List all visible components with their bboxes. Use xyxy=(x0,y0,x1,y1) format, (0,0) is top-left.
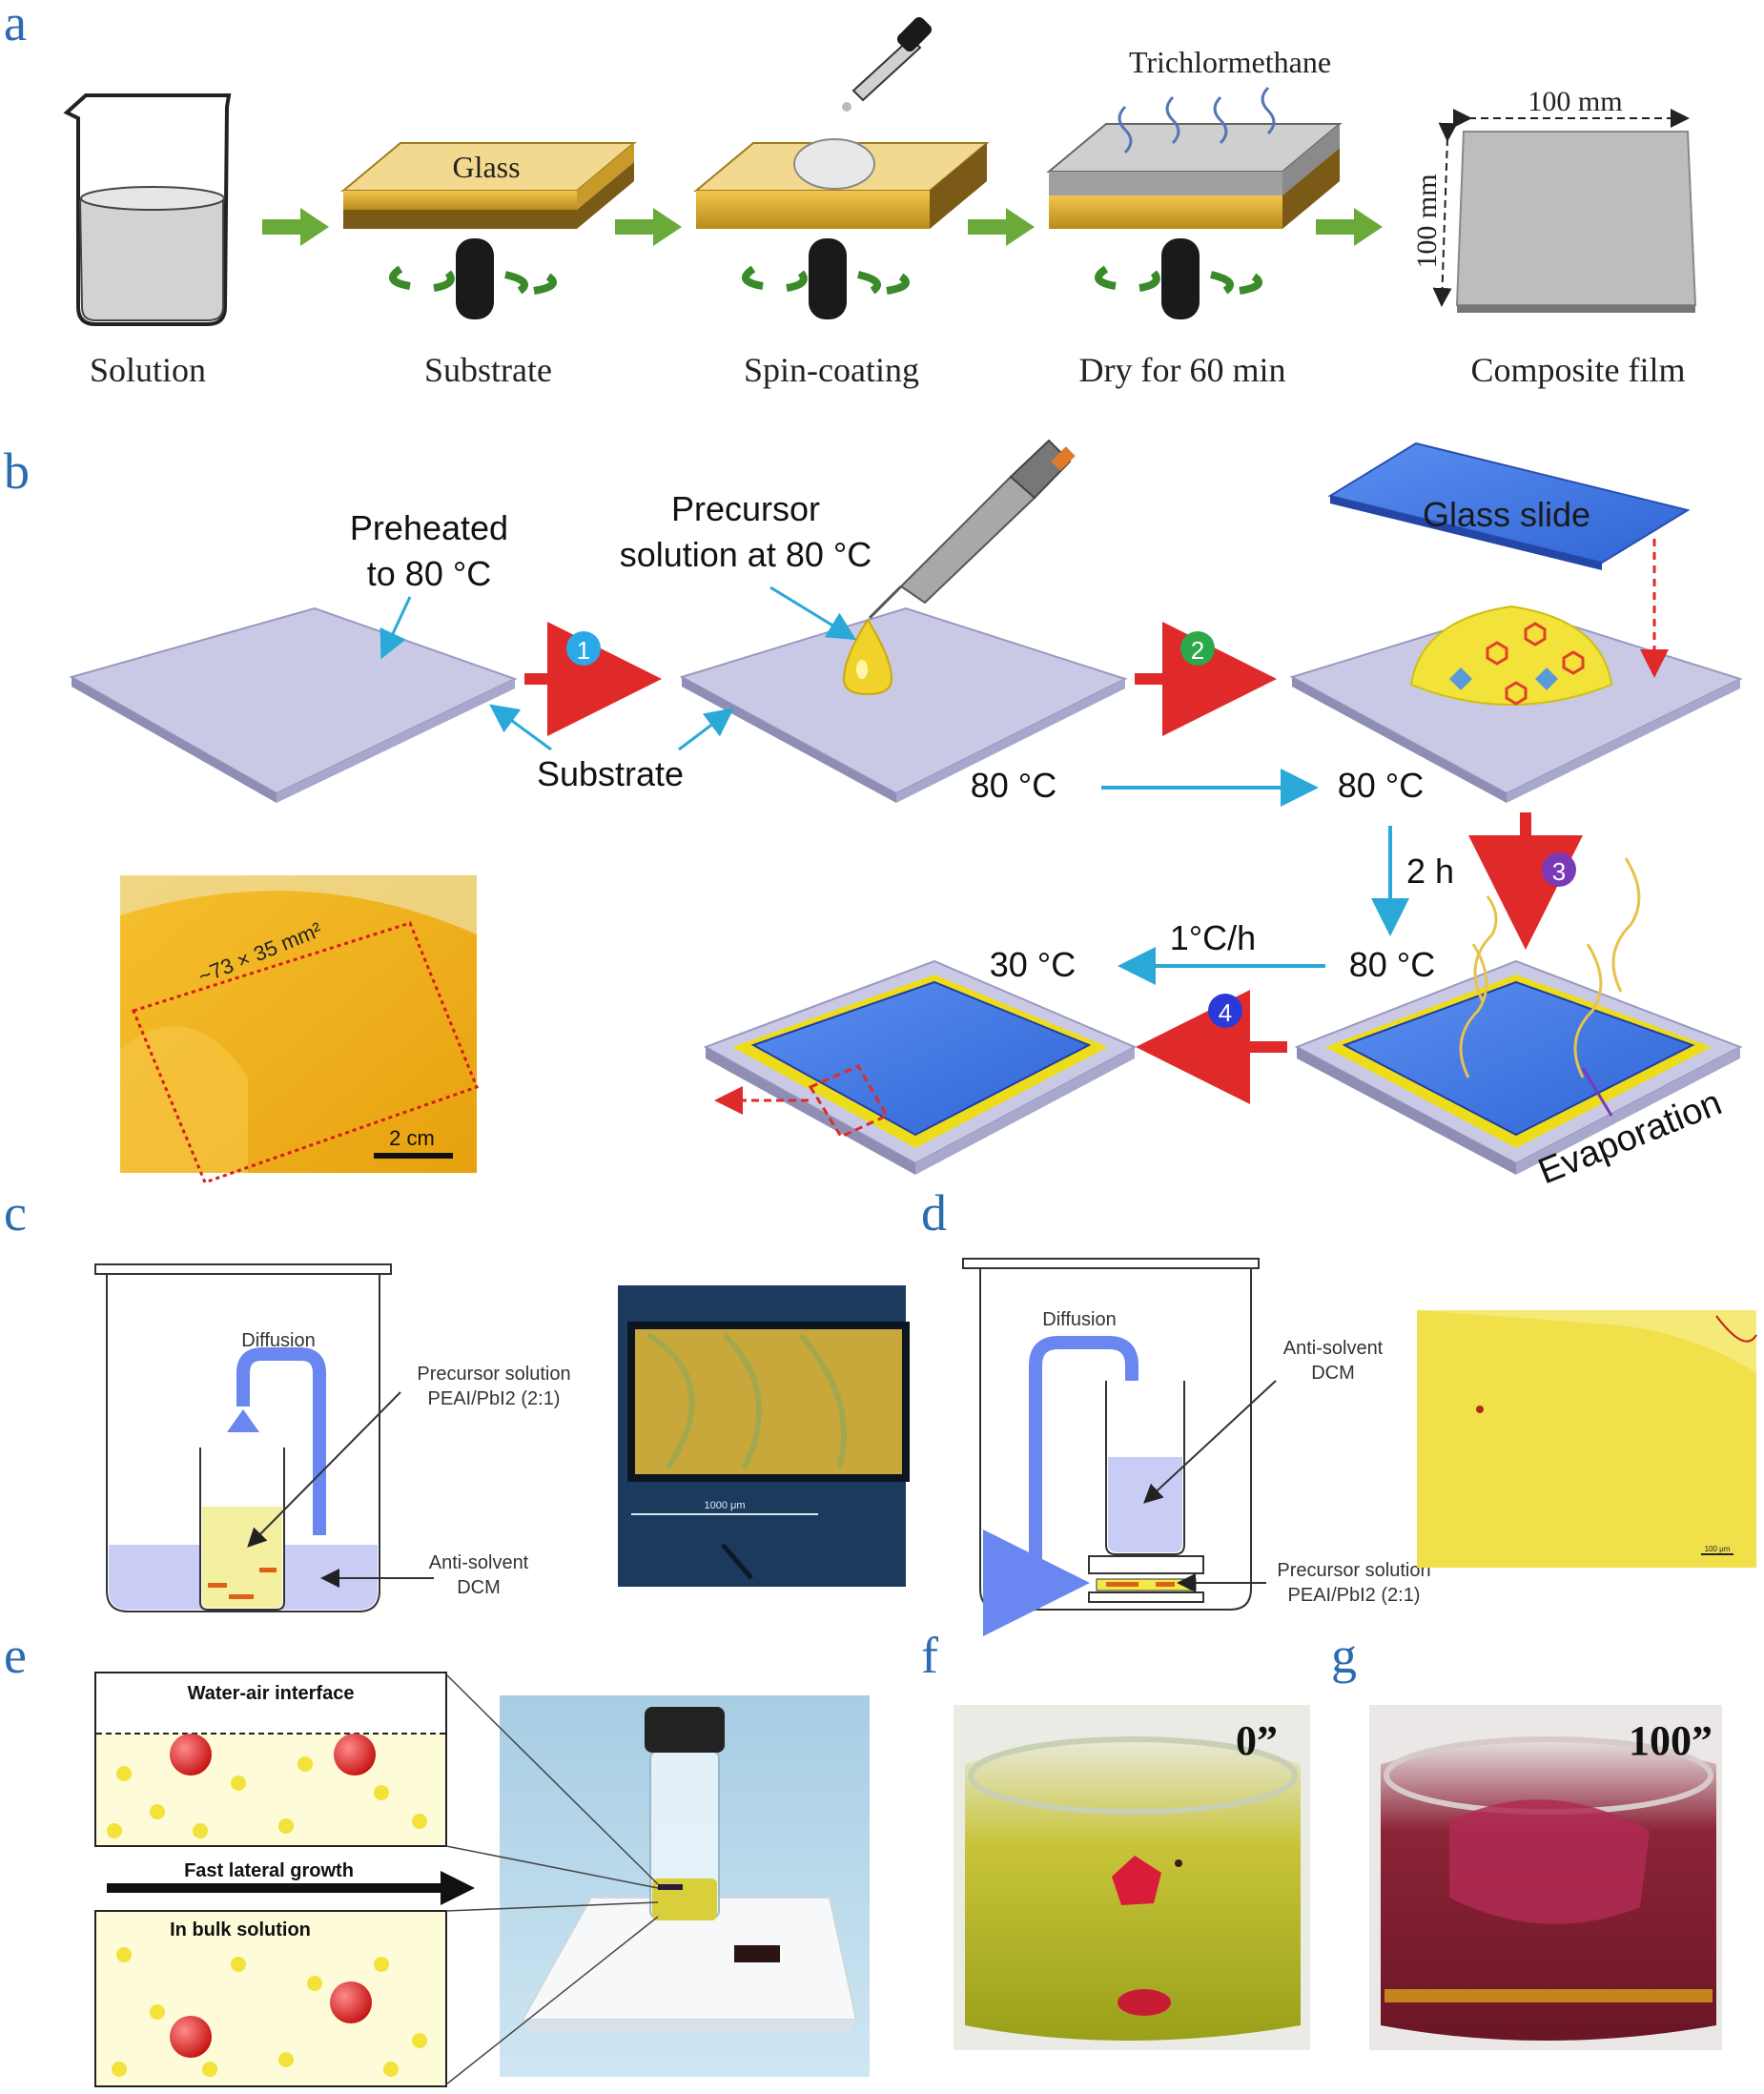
spin-coating-stage xyxy=(693,138,990,319)
bulk-box xyxy=(94,1910,447,2087)
arrow-icon xyxy=(615,208,682,246)
step-number-3: 3 xyxy=(1552,857,1566,886)
step-arrow-3: 3 xyxy=(1468,812,1583,950)
process-arrows-a xyxy=(262,208,1383,246)
panel-label-b: b xyxy=(4,442,30,500)
drying-stage xyxy=(1046,86,1343,319)
panel-label-a: a xyxy=(4,0,27,51)
antisolvent-line2-d: DCM xyxy=(1311,1363,1355,1384)
vial-photo-f xyxy=(954,1705,1310,2050)
step-arrow-1: 1 xyxy=(524,622,662,736)
precursor-line2-c: PEAI/PbI2 (2:1) xyxy=(428,1388,561,1409)
diffusion-label-c: Diffusion xyxy=(241,1330,315,1351)
panel-label-g: g xyxy=(1331,1627,1357,1684)
microscope-image-c xyxy=(618,1285,910,1587)
preheated-pointer xyxy=(379,596,412,660)
width-dimension: 100 mm xyxy=(1528,86,1622,117)
interface-title: Water-air interface xyxy=(188,1683,355,1704)
precursor-line1: Precursor xyxy=(671,489,820,528)
antisolvent-line1-d: Anti-solvent xyxy=(1283,1338,1384,1359)
microscope-scale-c: 1000 μm xyxy=(704,1500,745,1511)
preheated-line1: Preheated xyxy=(350,508,508,547)
arrow-icon xyxy=(262,208,329,246)
substrate-plate-1 xyxy=(69,606,518,803)
panel-a: a Glass xyxy=(4,0,1697,389)
vial-photo-g xyxy=(1369,1705,1722,2050)
time-label-g: 100” xyxy=(1629,1717,1713,1764)
panel-label-d: d xyxy=(921,1184,947,1242)
step-label-substrate: Substrate xyxy=(424,351,552,389)
panel-c: c Diffusion Precursor solution PEAI/PbI2… xyxy=(4,1184,910,1612)
glass-label: Glass xyxy=(452,150,520,184)
substrate-label: Substrate xyxy=(537,754,684,793)
growth-arrow xyxy=(107,1871,475,1905)
microscope-scale-d: 100 μm xyxy=(1705,1545,1731,1553)
pipette-icon xyxy=(868,439,1076,620)
panel-label-c: c xyxy=(4,1184,27,1242)
glass-slide-label: Glass slide xyxy=(1423,495,1590,534)
temp-end: 30 °C xyxy=(990,945,1076,984)
antisolvent-line2-c: DCM xyxy=(457,1577,501,1598)
temp-right: 80 °C xyxy=(1338,766,1424,805)
panel-label-e: e xyxy=(4,1627,27,1684)
precursor-line1-d: Precursor solution xyxy=(1277,1560,1430,1581)
arrow-icon xyxy=(1316,208,1383,246)
step-number-2: 2 xyxy=(1191,636,1204,665)
interface-box xyxy=(94,1672,447,1847)
temp-hold: 80 °C xyxy=(1349,945,1435,984)
substrate-pointer-left xyxy=(489,704,552,751)
glass-slide xyxy=(1327,441,1691,678)
crystal-photo xyxy=(120,875,479,1184)
spin-coater-substrate xyxy=(340,142,637,319)
substrate-pointer-right xyxy=(678,708,734,751)
precursor-line1-c: Precursor solution xyxy=(417,1364,570,1385)
temp-left: 80 °C xyxy=(971,766,1056,805)
dropper-icon xyxy=(842,16,933,112)
panel-d: d Diffusion Anti-solvent DCM Precursor s… xyxy=(921,1184,1757,1636)
panel-label-f: f xyxy=(921,1627,938,1684)
panel-b: b xyxy=(4,439,1743,1192)
step-label-spin-coating: Spin-coating xyxy=(744,351,919,389)
photo-scale-bar-label: 2 cm xyxy=(389,1126,435,1150)
panel-g: g 100” xyxy=(1331,1627,1722,2050)
panel-e: e Water-air interface Fast lateral growt… xyxy=(4,1627,870,2087)
antisolvent-line1-c: Anti-solvent xyxy=(429,1552,529,1573)
arrow-icon xyxy=(968,208,1035,246)
vial-on-stirrer-render xyxy=(445,1673,870,2085)
substrate-plate-3 xyxy=(1289,605,1743,803)
beaker-diagram-c xyxy=(94,1263,434,1612)
duration-label: 2 h xyxy=(1406,852,1454,891)
composite-film xyxy=(1432,109,1697,313)
step-label-dry: Dry for 60 min xyxy=(1079,351,1286,389)
step-number-1: 1 xyxy=(577,636,590,665)
precursor-line2-d: PEAI/PbI2 (2:1) xyxy=(1288,1585,1421,1606)
time-label-f: 0” xyxy=(1236,1717,1278,1764)
microscope-image-d xyxy=(1417,1310,1757,1568)
step-label-solution: Solution xyxy=(90,351,206,389)
step-label-composite-film: Composite film xyxy=(1471,351,1686,389)
substrate-plate-2 xyxy=(679,606,1128,803)
sandwich-assembly-evaporating xyxy=(1294,857,1743,1175)
panel-f: f 0” xyxy=(921,1627,1310,2050)
bulk-title: In bulk solution xyxy=(170,1920,311,1940)
height-dimension: 100 mm xyxy=(1411,174,1443,268)
solvent-label: Trichlormethane xyxy=(1129,45,1331,79)
evaporation-pointer xyxy=(1581,1067,1613,1117)
cooling-rate: 1°C/h xyxy=(1170,918,1256,957)
diffusion-label-d: Diffusion xyxy=(1042,1309,1116,1330)
step-arrow-4: 4 xyxy=(1136,990,1287,1104)
step-arrow-2: 2 xyxy=(1135,622,1277,736)
beaker-icon xyxy=(63,93,232,326)
precursor-pointer xyxy=(769,585,857,641)
step-number-4: 4 xyxy=(1219,998,1232,1027)
beaker-diagram-d xyxy=(962,1258,1277,1636)
precursor-droplet xyxy=(842,618,893,696)
growth-label: Fast lateral growth xyxy=(184,1860,354,1881)
precursor-line2: solution at 80 °C xyxy=(620,535,872,574)
preheated-line2: to 80 °C xyxy=(367,554,491,593)
sandwich-assembly-final xyxy=(703,959,1138,1175)
